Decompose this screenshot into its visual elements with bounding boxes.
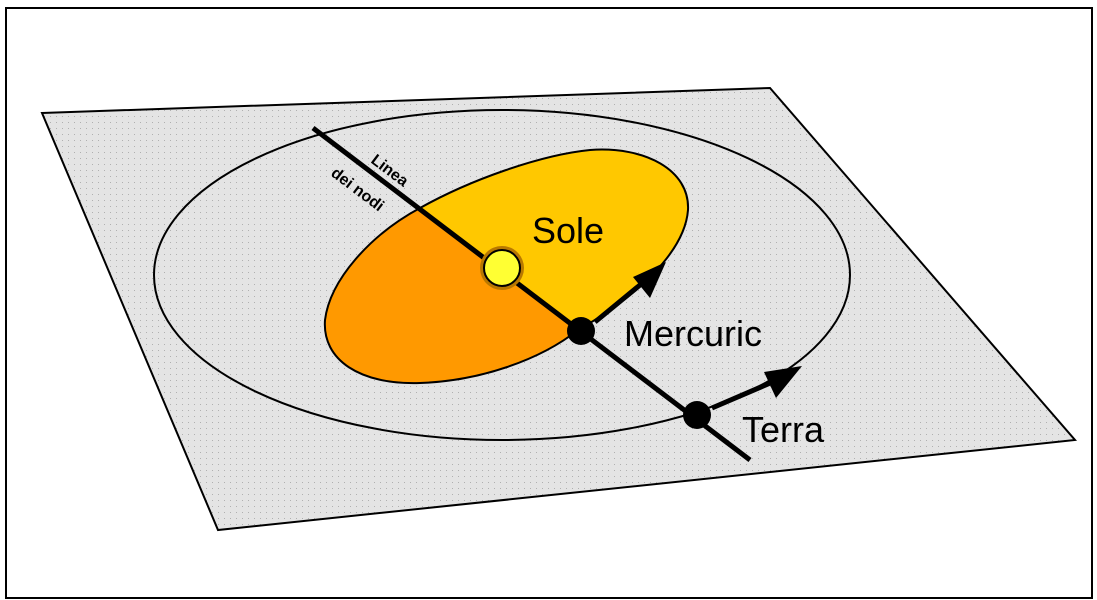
mercury-orbit-lower-half [323,206,580,385]
earth-orbit [153,109,851,441]
mercury-label: Mercuric [624,313,762,354]
earth-planet [683,401,711,429]
earth-velocity-arrowhead [764,366,802,398]
sun [483,249,521,287]
mercury-velocity-arrowhead [633,262,666,298]
earth-label: Terra [742,409,825,450]
line-of-nodes [311,126,752,462]
mercury-velocity-shaft [593,283,642,324]
mercury-planet [567,317,595,345]
earth-velocity-shaft [711,378,776,411]
sun-label: Sole [532,210,604,251]
